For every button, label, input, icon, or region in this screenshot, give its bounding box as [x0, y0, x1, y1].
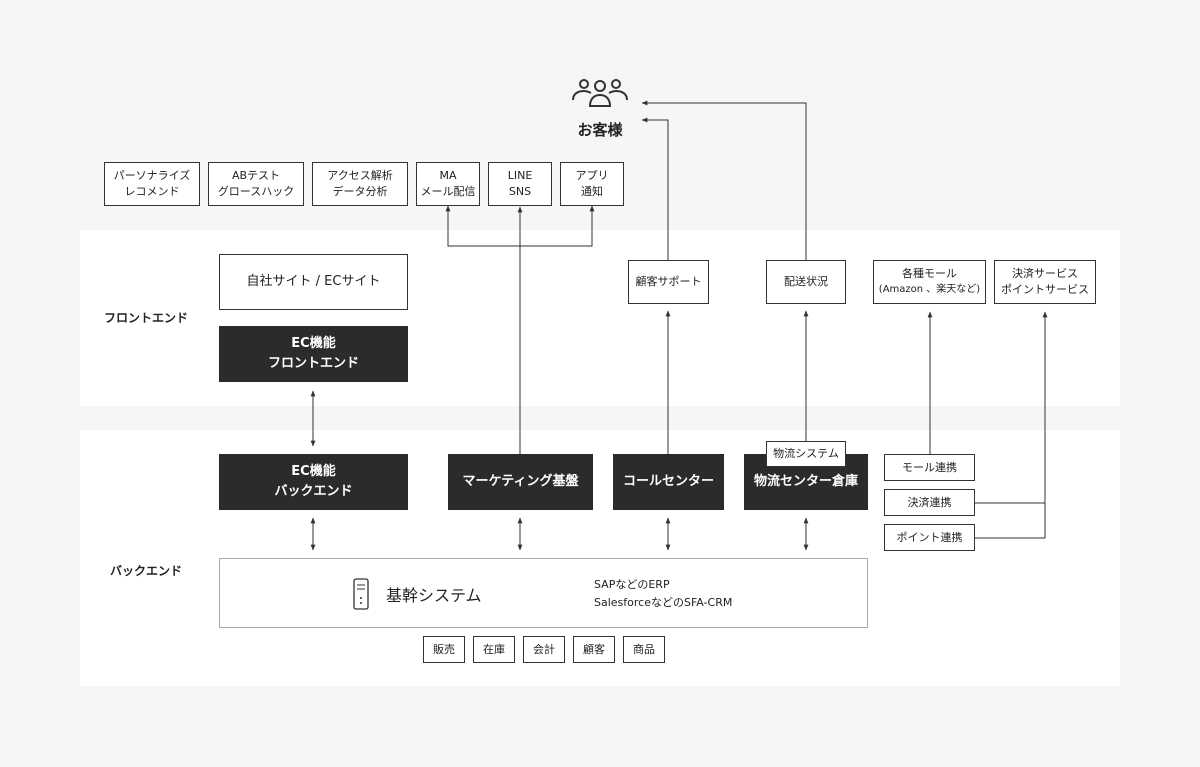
tool-line2: データ分析 [332, 185, 388, 198]
module-label: 販売 [433, 642, 455, 656]
ec-backend-line1: EC機能 [291, 464, 336, 479]
delivery-status-box: 配送状況 [766, 260, 846, 304]
ec-frontend-line1: EC機能 [291, 336, 336, 351]
payment-line1: 決済サービス [1012, 267, 1078, 280]
tool-line2: SNS [508, 185, 532, 198]
ec-backend-line2: バックエンド [274, 484, 353, 499]
own-site-label: 自社サイト / ECサイト [246, 274, 381, 289]
payment-link-label: 決済連携 [907, 495, 952, 509]
tool-line2: グロースハック [217, 185, 295, 198]
logistics-system-label: 物流システム [773, 447, 839, 460]
payment-link-box: 決済連携 [884, 489, 975, 516]
tool-line1: パーソナライズ [113, 169, 191, 182]
tool-line1: アプリ [575, 169, 609, 182]
tool-personalize: パーソナライズ レコメンド [104, 162, 200, 206]
module-sales: 販売 [423, 636, 465, 663]
support-to-customer-arrow [641, 117, 669, 260]
tool-ma: MA メール配信 [416, 162, 480, 206]
malls-box: 各種モール (Amazon 、楽天など) [873, 260, 986, 304]
mall-link-box: モール連携 [884, 454, 975, 481]
delivery-to-customer-arrow [641, 100, 807, 260]
malls-line2: (Amazon 、楽天など) [878, 284, 981, 295]
backend-label: バックエンド [110, 564, 183, 578]
core-system-desc2: SalesforceなどのSFA-CRM [594, 596, 733, 609]
module-inventory: 在庫 [473, 636, 515, 663]
point-link-line [975, 503, 1046, 539]
module-accounting: 会計 [523, 636, 565, 663]
logistics-label: 物流センター倉庫 [753, 474, 858, 489]
customers-icon [570, 76, 630, 108]
own-site-box: 自社サイト / ECサイト [219, 254, 408, 310]
payment-line2: ポイントサービス [1001, 283, 1089, 296]
delivery-status-label: 配送状況 [784, 275, 828, 288]
logistics-system-box: 物流システム [766, 441, 846, 467]
ec-backend-box: EC機能 バックエンド [219, 454, 408, 510]
point-link-label: ポイント連携 [896, 530, 963, 544]
module-label: 在庫 [483, 642, 505, 656]
tool-analytics: アクセス解析 データ分析 [312, 162, 408, 206]
module-label: 顧客 [583, 642, 605, 656]
tool-line2: 通知 [581, 185, 603, 198]
tool-line: LINE SNS [488, 162, 552, 206]
tool-line1: LINE [507, 169, 533, 182]
ec-frontend-line2: フロントエンド [267, 356, 359, 371]
tool-line1: MA [439, 169, 457, 182]
tool-abtest: ABテスト グロースハック [208, 162, 304, 206]
tool-line2: メール配信 [420, 185, 476, 198]
module-label: 会計 [533, 642, 555, 656]
core-system-title: 基幹システム [386, 586, 482, 605]
call-center-box: コールセンター [613, 454, 724, 510]
payment-service-box: 決済サービス ポイントサービス [994, 260, 1096, 304]
module-customer: 顧客 [573, 636, 615, 663]
customer-support-label: 顧客サポート [635, 275, 702, 288]
tool-app: アプリ 通知 [560, 162, 624, 206]
marketing-platform-label: マーケティング基盤 [462, 474, 579, 489]
marketing-platform-box: マーケティング基盤 [448, 454, 593, 510]
tool-line1: ABテスト [231, 169, 281, 182]
customer-support-box: 顧客サポート [628, 260, 709, 304]
tool-line1: アクセス解析 [327, 169, 393, 182]
call-center-label: コールセンター [622, 474, 714, 489]
point-link-box: ポイント連携 [884, 524, 975, 551]
core-system-box: 基幹システム SAPなどのERP SalesforceなどのSFA-CRM [219, 558, 868, 628]
ec-frontend-box: EC機能 フロントエンド [219, 326, 408, 382]
module-product: 商品 [623, 636, 665, 663]
module-label: 商品 [633, 642, 655, 656]
mall-link-label: モール連携 [902, 460, 957, 474]
malls-line1: 各種モール [902, 267, 957, 280]
core-system-desc1: SAPなどのERP [594, 578, 670, 591]
customer-label: お客様 [577, 121, 623, 139]
payment-link-arrow [975, 311, 1048, 504]
tool-line2: レコメンド [124, 185, 180, 198]
server-icon [353, 578, 369, 614]
frontend-label: フロントエンド [104, 311, 189, 325]
